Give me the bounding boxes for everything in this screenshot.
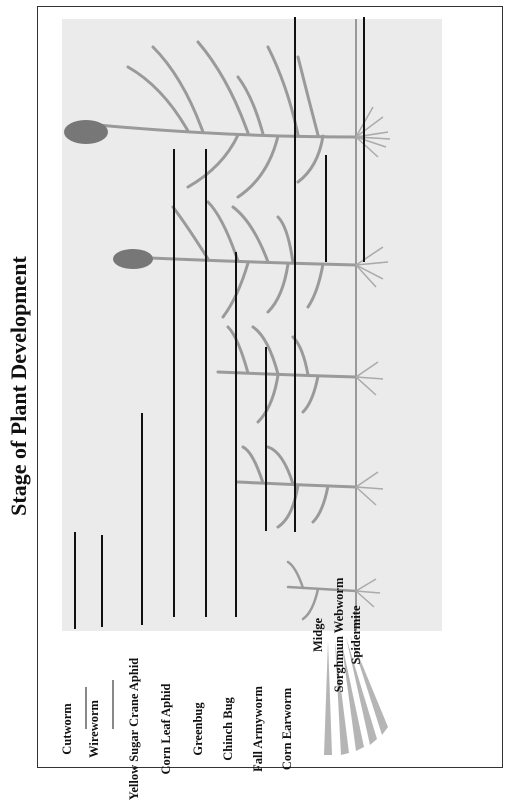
pest-label: Fall Armyworm <box>251 686 266 772</box>
pest-label: Chinch Bug <box>221 697 236 761</box>
plant-illustration <box>38 7 504 769</box>
pest-label: Wireworm <box>87 700 102 758</box>
pest-label: Corn Leaf Aphid <box>159 684 174 775</box>
diagram-frame: CutwormWirewormYellow Sugar Crane AphidC… <box>37 6 503 768</box>
diagram-title: Stage of Plant Development <box>6 256 32 516</box>
pest-label: Midge <box>311 618 326 652</box>
title-area: Stage of Plant Development <box>0 0 39 773</box>
pest-label: Cutworm <box>60 703 75 754</box>
pest-label: Corn Earworm <box>280 688 295 770</box>
mature-grain-head <box>64 120 108 144</box>
heading-grain-head <box>113 249 153 269</box>
pest-label: Spidermite <box>349 605 364 664</box>
pest-label: Sorghmun Webworm <box>332 578 347 693</box>
pest-label: Yellow Sugar Crane Aphid <box>127 658 142 800</box>
illustration-backdrop <box>62 19 442 631</box>
pest-label: Greenbug <box>191 702 206 755</box>
